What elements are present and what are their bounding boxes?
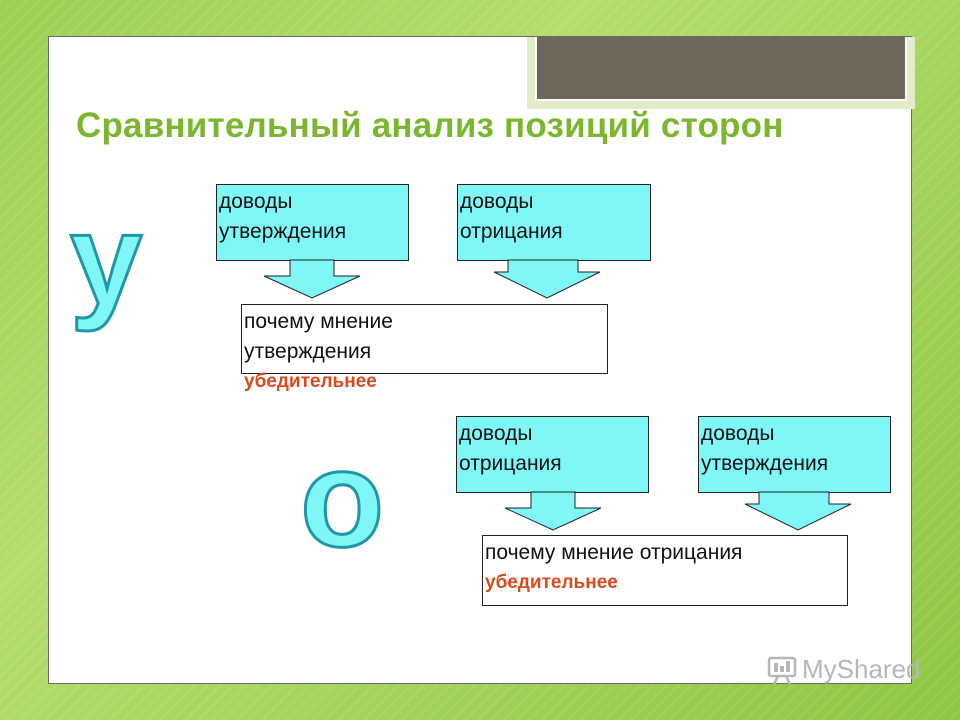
top-decoration-tab <box>527 37 915 109</box>
box-line: утверждения <box>219 220 347 243</box>
box-line: отрицания <box>459 452 562 475</box>
result-highlight: убедительнее <box>244 371 377 392</box>
watermark-text: MyShared <box>802 654 921 684</box>
arrow-down-icon <box>744 491 852 531</box>
letter-o: о <box>298 422 385 576</box>
box-bottom-statements: доводы утверждения <box>698 416 891 493</box>
watermark: MyShared <box>766 654 921 685</box>
box-top-statements: доводы утверждения <box>216 184 409 261</box>
slide-title: Сравнительный анализ позиций сторон <box>76 106 784 145</box>
presentation-board-icon <box>767 656 797 685</box>
box-bottom-result: почему мнение отрицания убедительнее <box>482 535 848 606</box>
box-top-result: почему мнение утверждения убедительнее <box>241 304 608 392</box>
box-line: доводы <box>701 422 775 445</box>
letter-u: у <box>68 186 143 332</box>
box-top-denials: доводы отрицания <box>457 184 651 261</box>
arrow-down-icon <box>504 491 602 531</box>
box-bottom-denials: доводы отрицания <box>456 416 649 493</box>
result-line: почему мнение отрицания <box>485 541 743 564</box>
box-line: отрицания <box>460 220 563 243</box>
box-line: доводы <box>460 190 534 213</box>
box-line: утверждения <box>701 452 829 475</box>
result-line: утверждения <box>244 340 372 363</box>
arrow-down-icon <box>263 259 361 299</box>
result-line: почему мнение <box>244 310 393 333</box>
arrow-down-icon <box>493 259 601 299</box>
box-line: доводы <box>459 422 533 445</box>
top-decoration-panel <box>535 37 907 101</box>
box-line: доводы <box>219 190 293 213</box>
result-highlight: убедительнее <box>485 572 618 593</box>
